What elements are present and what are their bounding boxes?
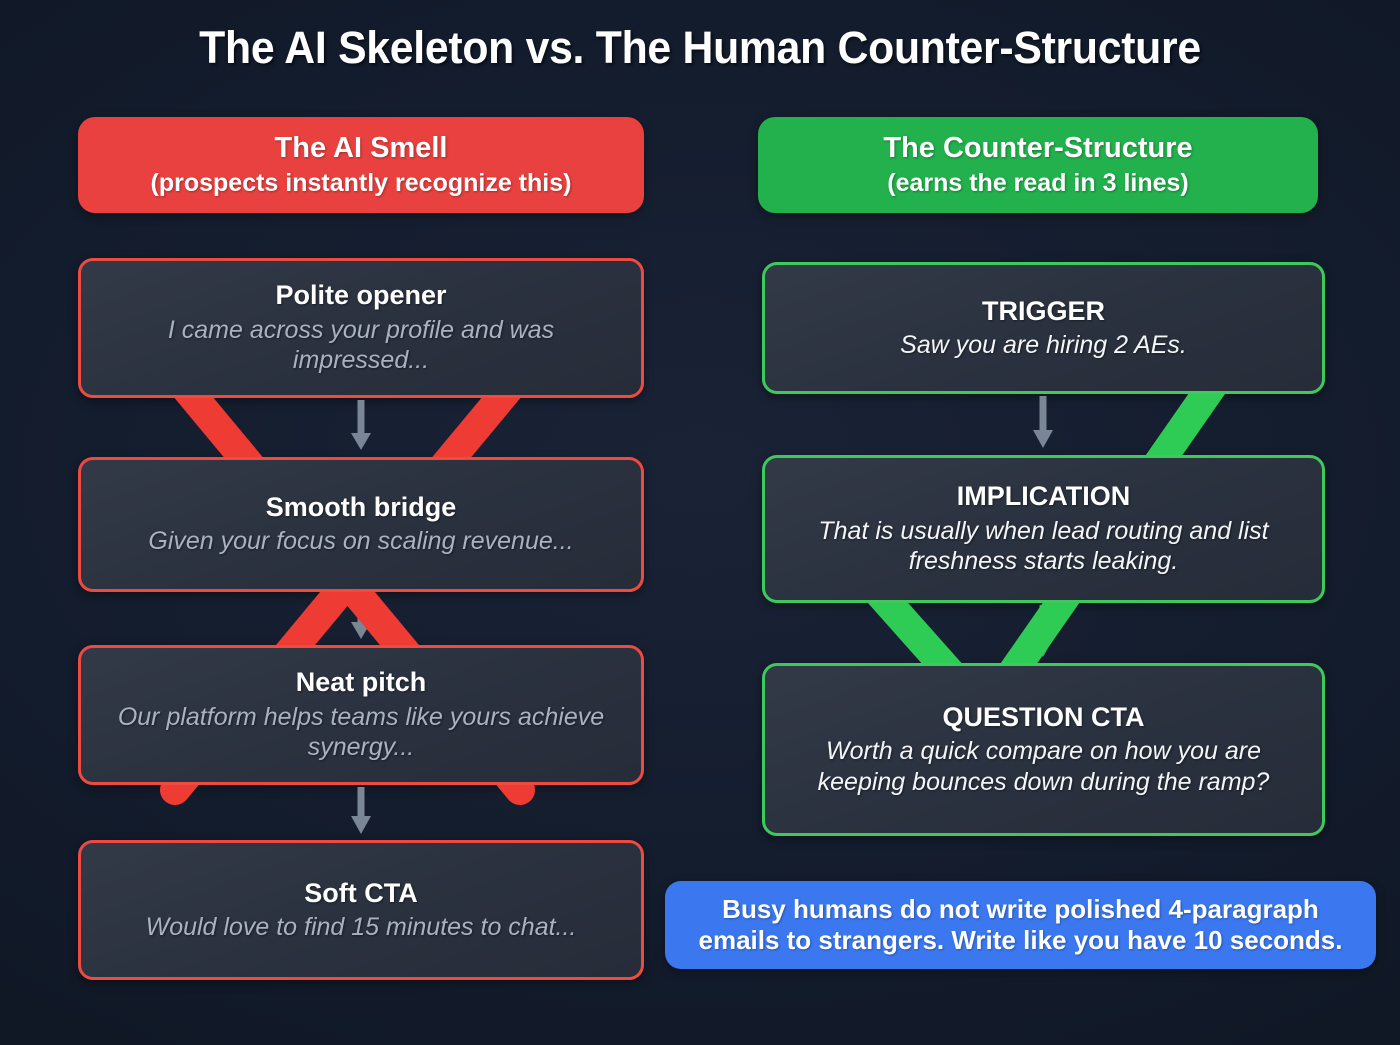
step-card-smooth-bridge[interactable]: Smooth bridge Given your focus on scalin… <box>78 457 644 592</box>
banner-subtitle-right: (earns the read in 3 lines) <box>887 169 1189 197</box>
step-body: Our platform helps teams like yours achi… <box>117 702 605 762</box>
column-header-ai-smell: The AI Smell (prospects instantly recogn… <box>78 117 644 213</box>
page-title: The AI Skeleton vs. The Human Counter-St… <box>199 22 1201 73</box>
step-title: TRIGGER <box>981 295 1105 326</box>
connector-arrow-right-1 <box>1030 396 1056 454</box>
connector-arrow-left-1 <box>348 400 374 456</box>
step-body: Would love to find 15 minutes to chat... <box>145 912 577 941</box>
step-body: I came across your profile and was impre… <box>167 315 555 375</box>
column-header-counter-structure: The Counter-Structure (earns the read in… <box>758 117 1318 213</box>
step-title: Polite opener <box>275 280 447 311</box>
step-title: Smooth bridge <box>265 492 457 523</box>
step-title: Neat pitch <box>295 667 427 698</box>
step-card-question-cta[interactable]: QUESTION CTA Worth a quick compare on ho… <box>762 663 1325 836</box>
step-card-implication[interactable]: IMPLICATION That is usually when lead ro… <box>762 455 1325 603</box>
step-card-trigger[interactable]: TRIGGER Saw you are hiring 2 AEs. <box>762 262 1325 394</box>
step-title: IMPLICATION <box>956 481 1131 512</box>
step-body: Saw you are hiring 2 AEs. <box>900 330 1187 359</box>
step-body: Given your focus on scaling revenue... <box>148 527 574 556</box>
connector-arrow-left-2 <box>348 594 374 644</box>
arrow-down-icon <box>1033 396 1053 448</box>
step-card-soft-cta[interactable]: Soft CTA Would love to find 15 minutes t… <box>78 840 644 980</box>
connector-arrow-right-2 <box>1030 605 1056 663</box>
step-title: QUESTION CTA <box>942 701 1145 732</box>
arrow-down-icon <box>351 594 371 639</box>
arrow-down-icon <box>1033 605 1053 657</box>
step-body: Worth a quick compare on how you are kee… <box>817 737 1270 796</box>
banner-title-left: The AI Smell <box>274 131 448 164</box>
footer-callout-banner: Busy humans do not write polished 4-para… <box>665 881 1376 969</box>
step-card-neat-pitch[interactable]: Neat pitch Our platform helps teams like… <box>78 645 644 785</box>
arrow-down-icon <box>351 400 371 450</box>
banner-title-right: The Counter-Structure <box>883 131 1193 164</box>
arrow-down-icon <box>351 787 371 834</box>
footer-callout-text: Busy humans do not write polished 4-para… <box>698 893 1343 955</box>
step-card-polite-opener[interactable]: Polite opener I came across your profile… <box>78 258 644 398</box>
banner-subtitle-left: (prospects instantly recognize this) <box>150 169 572 197</box>
step-body: That is usually when lead routing and li… <box>818 516 1269 576</box>
connector-arrow-left-3 <box>348 787 374 839</box>
step-title: Soft CTA <box>304 877 418 908</box>
